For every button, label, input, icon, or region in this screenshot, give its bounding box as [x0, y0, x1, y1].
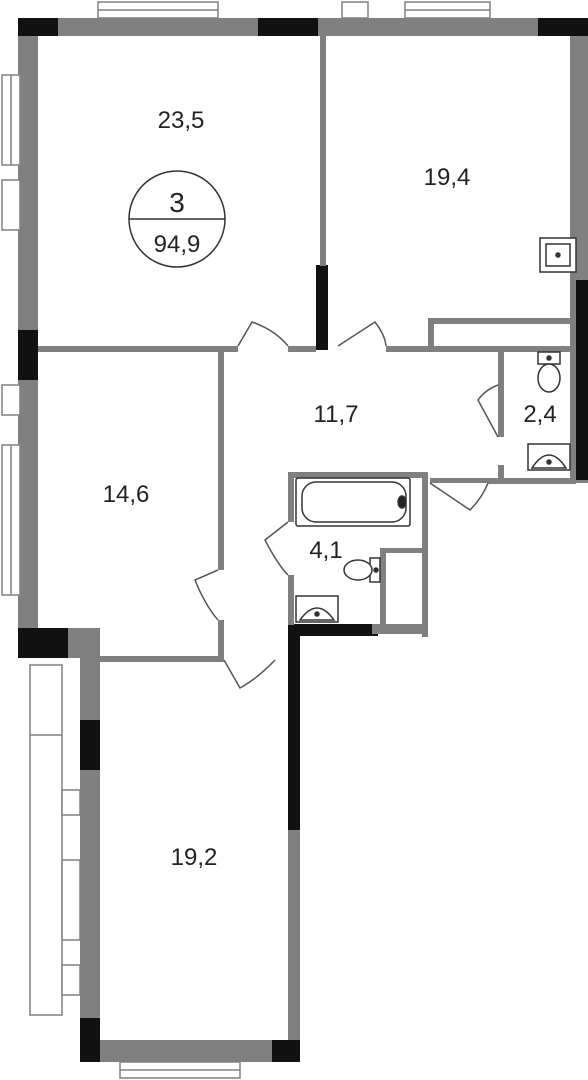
- room-area-bottom: 19,2: [171, 844, 218, 871]
- bath-sink: [295, 595, 339, 623]
- room-labels: 23,5 19,4 11,7 2,4 14,6 4,1 19,2: [103, 107, 557, 871]
- bathtub: [295, 477, 411, 527]
- room-area-wc: 2,4: [523, 401, 556, 428]
- bath-toilet: [343, 557, 381, 583]
- wc-sink: [527, 443, 571, 471]
- room-area-top-left: 23,5: [158, 107, 205, 134]
- room-area-hall: 11,7: [314, 401, 359, 428]
- total-area: 94,9: [154, 231, 201, 258]
- wc-toilet: [537, 351, 561, 393]
- room-area-top-right: 19,4: [424, 164, 471, 191]
- exterior-walls: [18, 18, 588, 1062]
- structural-columns: [18, 18, 588, 1062]
- room-area-left: 14,6: [103, 481, 150, 508]
- doors: [194, 320, 499, 690]
- room-count: 3: [169, 187, 185, 218]
- kitchen-sink: [539, 237, 577, 273]
- apartment-badge: 3 94,9: [128, 170, 226, 268]
- interior-walls: [38, 36, 576, 662]
- room-area-bathroom: 4,1: [309, 537, 342, 564]
- windows: [1, 1, 491, 1079]
